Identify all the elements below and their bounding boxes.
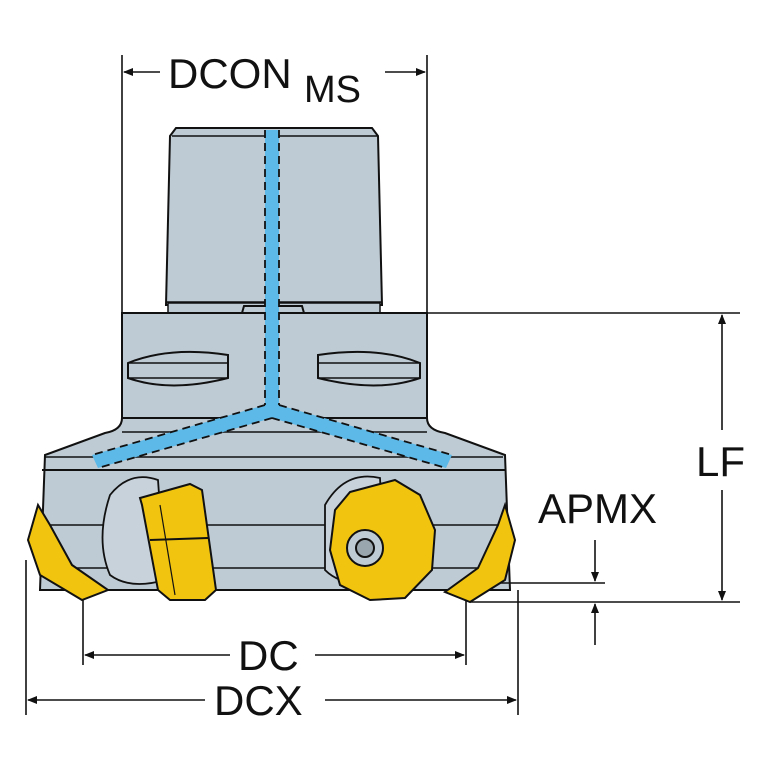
- drive-slot-right: [317, 350, 421, 387]
- label-lf: LF: [696, 438, 745, 485]
- cutting-inserts: [26, 478, 517, 604]
- insert-left-edge: [26, 502, 111, 602]
- dimension-lines: [25, 55, 740, 715]
- insert-right-edge: [442, 501, 517, 604]
- label-apmx: APMX: [538, 485, 657, 532]
- drive-slot-left: [127, 350, 229, 387]
- coolant-channels: [91, 130, 453, 469]
- insert-round-center: [328, 478, 437, 602]
- label-dcx: DCX: [214, 677, 303, 724]
- label-dcon: DCON: [168, 50, 292, 97]
- label-dc: DC: [238, 632, 299, 679]
- insert-left-front: [138, 482, 218, 601]
- label-dcon-subscript: MS: [304, 69, 361, 111]
